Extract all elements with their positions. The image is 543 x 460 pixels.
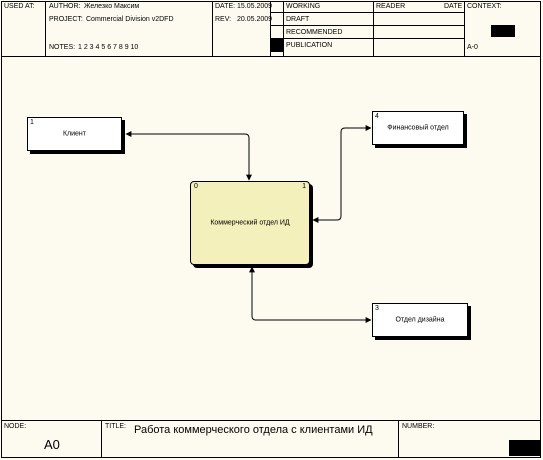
project-value: Commercial Division v2DFD [86,16,174,23]
date-label: DATE: [215,3,236,10]
project-label: PROJECT: [49,16,83,23]
entity-number: 1 [30,119,34,126]
entity-label: Финансовый отдел [387,124,449,132]
context-node: A-0 [467,44,478,51]
node-label: NODE: [4,423,27,430]
author-value: Железко Максим [84,3,140,10]
status-publication: PUBLICATION [286,42,333,49]
reader-label: READER [376,3,406,10]
link-design-process [249,266,372,323]
link-finance-process [312,125,372,223]
entity-label: Клиент [62,130,87,138]
process-node-number: 0 [194,183,198,190]
used-at-label: USED AT: [4,3,35,10]
status-working: WORKING [286,3,321,10]
rev-label: REV: [215,16,232,23]
entity-design-department[interactable]: 3 Отдел дизайна [372,303,468,337]
notes-values: 1 2 3 4 5 6 7 8 9 10 [78,44,139,51]
diagram-title: Работа коммерческого отдела с клиентами … [134,424,373,436]
node-value: A0 [44,437,60,452]
context-thumbnail [491,25,515,37]
entity-number: 3 [375,305,379,312]
reader-date-label: DATE [444,3,463,10]
number-label: NUMBER: [402,423,435,430]
process-commercial-department[interactable]: 0 1 Коммерческий отдел ИД [190,181,310,265]
date-value: 15.05.2009 [237,3,273,10]
status-draft: DRAFT [286,16,310,23]
status-recommended: RECOMMENDED [286,29,343,36]
author-label: AUTHOR: [49,3,81,10]
rev-value: 20.05.2009 [237,16,273,23]
link-client-process [125,131,252,181]
publication-marker [271,39,283,52]
process-label: Коммерческий отдел ИД [210,219,290,227]
title-label: TITLE: [105,423,127,430]
entity-finance-department[interactable]: 4 Финансовый отдел [372,111,464,145]
entity-client[interactable]: 1 Клиент [27,117,122,151]
entity-label: Отдел дизайна [395,316,445,324]
entity-number: 4 [375,113,379,120]
process-number: 1 [302,183,306,190]
corner-block [509,440,540,456]
notes-label: NOTES: [49,44,76,51]
context-label: CONTEXT: [467,3,502,10]
